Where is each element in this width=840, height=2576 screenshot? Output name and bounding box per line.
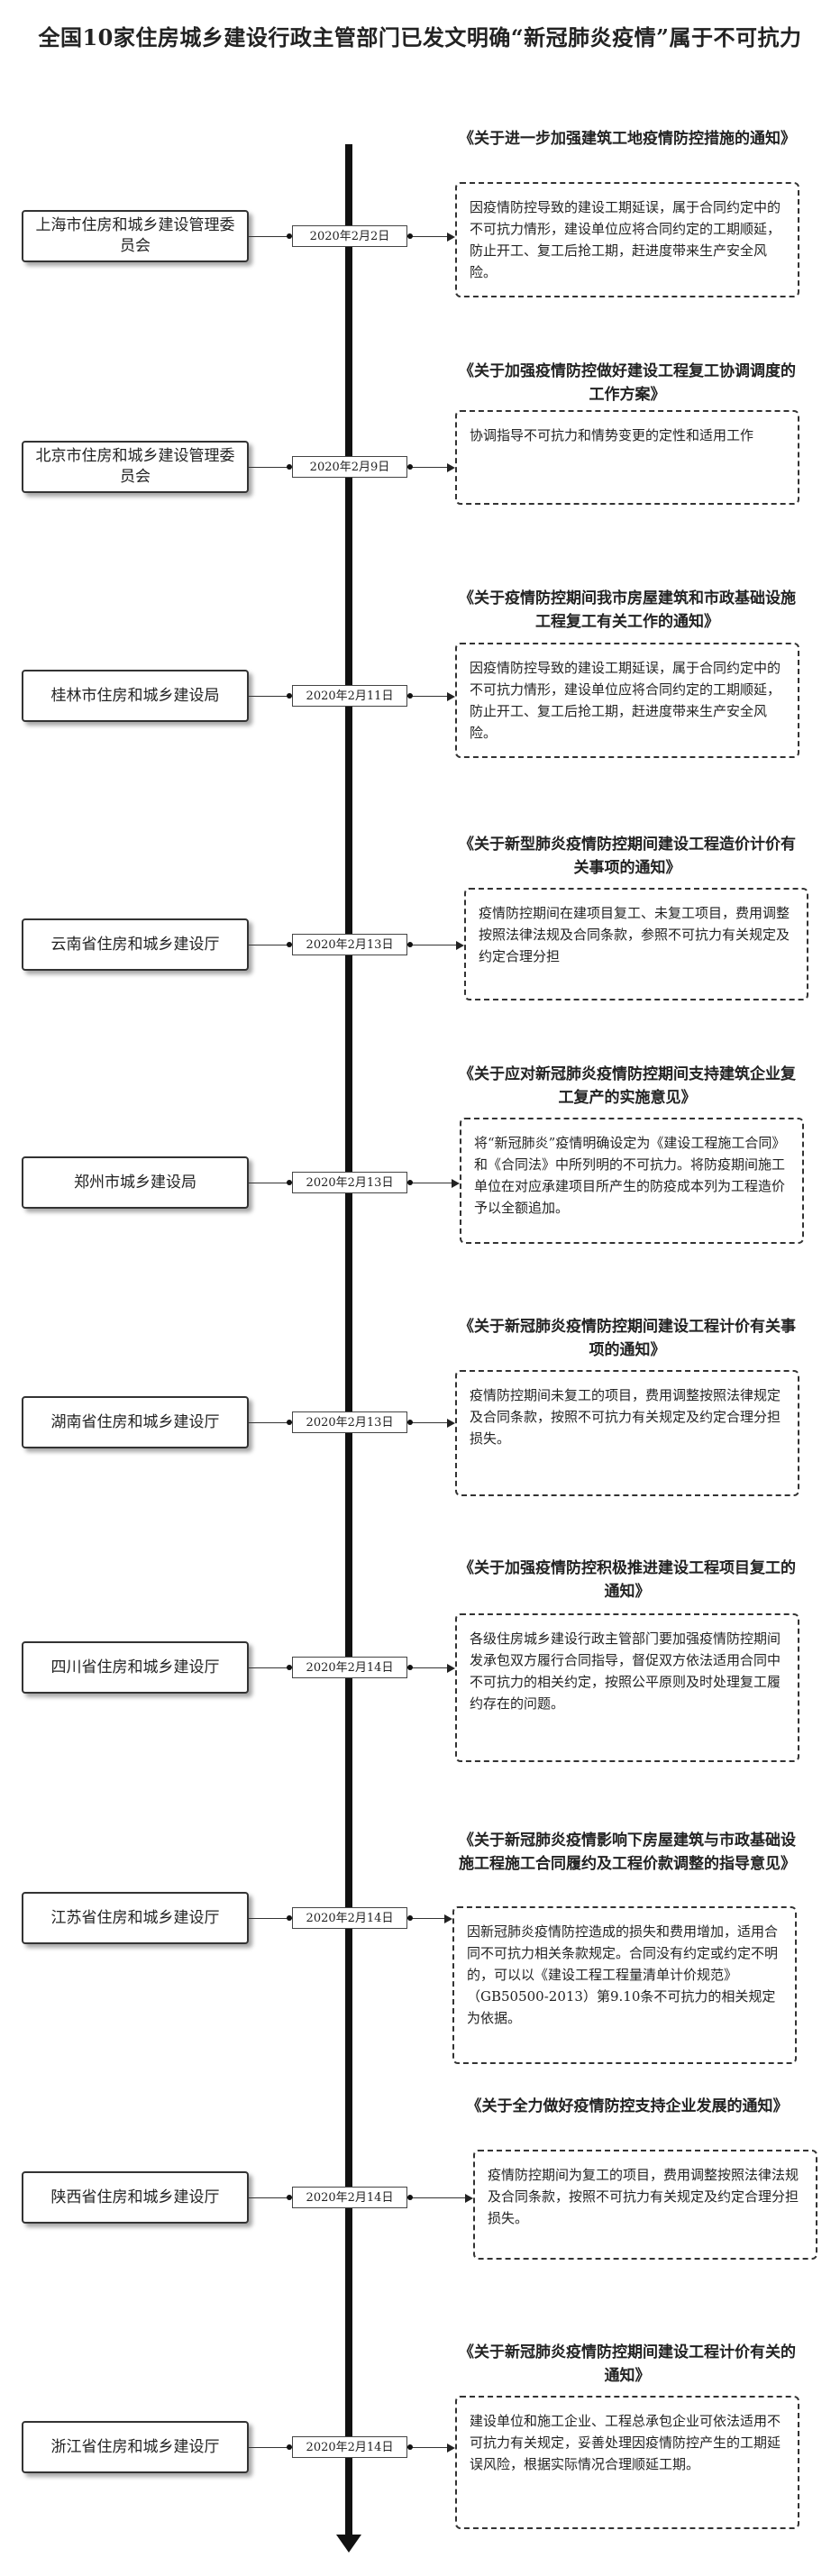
connector-dot (287, 464, 292, 470)
connector-line (407, 1422, 448, 1423)
org-box: 江苏省住房和城乡建设厅 (22, 1892, 249, 1944)
connector-dot (407, 1665, 413, 1670)
connector-dot (407, 2195, 413, 2200)
connector-dot (407, 233, 413, 239)
document-title: 《关于应对新冠肺炎疫情防控期间支持建筑企业复工复产的实施意见》 (459, 1065, 796, 1107)
org-box: 四川省住房和城乡建设厅 (22, 1641, 249, 1694)
connector-line (249, 467, 292, 468)
description-box: 建设单位和施工企业、工程总承包企业可依法适用不可抗力有关规定，妥善处理因疫情防控… (455, 2396, 799, 2529)
document-title: 《关于全力做好疫情防控支持企业发展的通知》 (466, 2097, 789, 2115)
connector-line (407, 467, 448, 468)
document-title: 《关于进一步加强建筑工地疫情防控措施的通知》 (459, 130, 796, 148)
org-box: 云南省住房和城乡建设厅 (22, 918, 249, 971)
arrow-right-icon (447, 1419, 455, 1428)
date-label: 2020年2月13日 (292, 1172, 407, 1193)
connector-dot (407, 693, 413, 699)
arrow-right-icon (447, 1664, 455, 1673)
date-label: 2020年2月14日 (292, 2436, 407, 2458)
connector-line (249, 696, 292, 697)
description-box: 协调指导不可抗力和情势变更的定性和适用工作 (455, 410, 799, 505)
connector-dot (287, 1420, 292, 1425)
connector-line (407, 1667, 448, 1668)
date-label: 2020年2月9日 (292, 456, 407, 478)
connector-dot (407, 942, 413, 947)
date-label: 2020年2月14日 (292, 2187, 407, 2208)
connector-dot (407, 1180, 413, 1185)
description-box: 疫情防控期间在建项目复工、未复工项目，费用调整按照法律法规及合同条款，参照不可抗… (464, 888, 808, 1000)
connector-dot (407, 464, 413, 470)
connector-line (249, 1918, 292, 1919)
description-box: 疫情防控期间为复工的项目，费用调整按照法律法规及合同条款，按照不可抗力有关规定及… (473, 2150, 817, 2260)
connector-dot (407, 2444, 413, 2450)
org-box: 桂林市住房和城乡建设局 (22, 670, 249, 722)
date-label: 2020年2月13日 (292, 1411, 407, 1433)
document-title: 《关于新冠肺炎疫情影响下房屋建筑与市政基础设施工程施工合同履约及工程价款调整的指… (459, 1832, 796, 1873)
description-box: 将“新冠肺炎”疫情明确设定为《建设工程施工合同》和《合同法》中所列明的不可抗力。… (460, 1118, 804, 1244)
arrow-right-icon (456, 941, 464, 950)
arrow-right-icon (447, 233, 455, 242)
arrow-right-icon (444, 1914, 452, 1923)
document-title: 《关于加强疫情防控做好建设工程复工协调调度的工作方案》 (459, 362, 796, 404)
connector-line (249, 2197, 292, 2198)
connector-dot (407, 1915, 413, 1921)
connector-line (249, 1422, 292, 1423)
arrow-right-icon (447, 463, 455, 472)
connector-dot (287, 2195, 292, 2200)
connector-dot (287, 1180, 292, 1185)
description-box: 因新冠肺炎疫情防控造成的损失和费用增加，适用合同不可抗力相关条款规定。合同没有约… (452, 1906, 797, 2064)
description-box: 因疫情防控导致的建设工期延误，属于合同约定中的不可抗力情形，建设单位应将合同约定… (455, 643, 799, 758)
timeline-arrow-icon (336, 2535, 361, 2553)
connector-line (249, 2447, 292, 2448)
connector-line (249, 1667, 292, 1668)
connector-line (407, 2447, 448, 2448)
document-title: 《关于新型肺炎疫情防控期间建设工程造价计价有关事项的通知》 (459, 836, 796, 877)
description-box: 各级住房城乡建设行政主管部门要加强疫情防控期间发承包双方履行合同指导，督促双方依… (455, 1613, 799, 1762)
org-box: 陕西省住房和城乡建设厅 (22, 2171, 249, 2224)
arrow-right-icon (452, 1179, 460, 1188)
timeline-axis (345, 144, 352, 2537)
arrow-right-icon (465, 2194, 473, 2203)
connector-dot (287, 693, 292, 699)
connector-dot (287, 1915, 292, 1921)
org-box: 上海市住房和城乡建设管理委员会 (22, 210, 249, 262)
arrow-right-icon (447, 2444, 455, 2453)
org-box: 浙江省住房和城乡建设厅 (22, 2421, 249, 2473)
date-label: 2020年2月14日 (292, 1657, 407, 1678)
date-label: 2020年2月11日 (292, 685, 407, 707)
document-title: 《关于疫情防控期间我市房屋建筑和市政基础设施工程复工有关工作的通知》 (459, 589, 796, 631)
connector-dot (287, 2444, 292, 2450)
org-box: 湖南省住房和城乡建设厅 (22, 1396, 249, 1448)
document-title: 《关于新冠肺炎疫情防控期间建设工程计价有关的通知》 (459, 2343, 796, 2385)
description-box: 因疫情防控导致的建设工期延误，属于合同约定中的不可抗力情形，建设单位应将合同约定… (455, 182, 799, 297)
page-title: 全国10家住房城乡建设行政主管部门已发文明确“新冠肺炎疫情”属于不可抗力 (38, 24, 802, 50)
arrow-right-icon (447, 692, 455, 701)
document-title: 《关于加强疫情防控积极推进建设工程项目复工的通知》 (459, 1559, 796, 1601)
connector-line (407, 236, 448, 237)
connector-dot (287, 942, 292, 947)
description-box: 疫情防控期间未复工的项目，费用调整按照法律规定及合同条款，按照不可抗力有关规定及… (455, 1370, 799, 1496)
connector-dot (287, 233, 292, 239)
connector-line (407, 2197, 466, 2198)
date-label: 2020年2月14日 (292, 1907, 407, 1929)
document-title: 《关于新冠肺炎疫情防控期间建设工程计价有关事项的通知》 (459, 1318, 796, 1359)
connector-line (407, 1918, 445, 1919)
date-label: 2020年2月2日 (292, 225, 407, 247)
connector-line (249, 236, 292, 237)
org-box: 郑州市城乡建设局 (22, 1156, 249, 1209)
org-box: 北京市住房和城乡建设管理委员会 (22, 441, 249, 493)
connector-dot (287, 1665, 292, 1670)
connector-dot (407, 1420, 413, 1425)
date-label: 2020年2月13日 (292, 934, 407, 955)
connector-line (407, 696, 448, 697)
